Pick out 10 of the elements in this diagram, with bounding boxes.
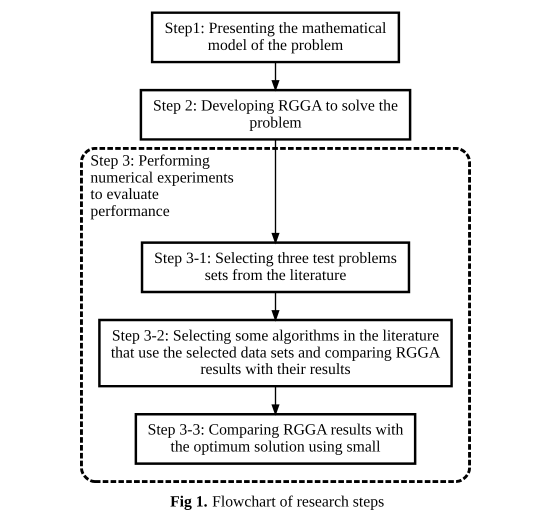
caption: Fig 1. Flowchart of research steps [170,493,384,510]
arrow [270,386,280,416]
node-box: Step 3-3: Comparing RGGA results with the optimum solution using small [134,413,416,465]
node-box: Step 3-2: Selecting some algorithms in the literature that use the selected data sets and comparing RGGA results with their results [98,318,452,388]
node-box: Step1: Presenting the mathematical model of the problem [150,11,400,64]
arrow [270,62,280,92]
arrow [270,292,280,322]
node-box: Step 3-1: Selecting three test problems sets from the literature [140,241,410,294]
node-box: Step 2: Developing RGGA to solve the problem [139,88,411,141]
arrow [270,140,280,245]
